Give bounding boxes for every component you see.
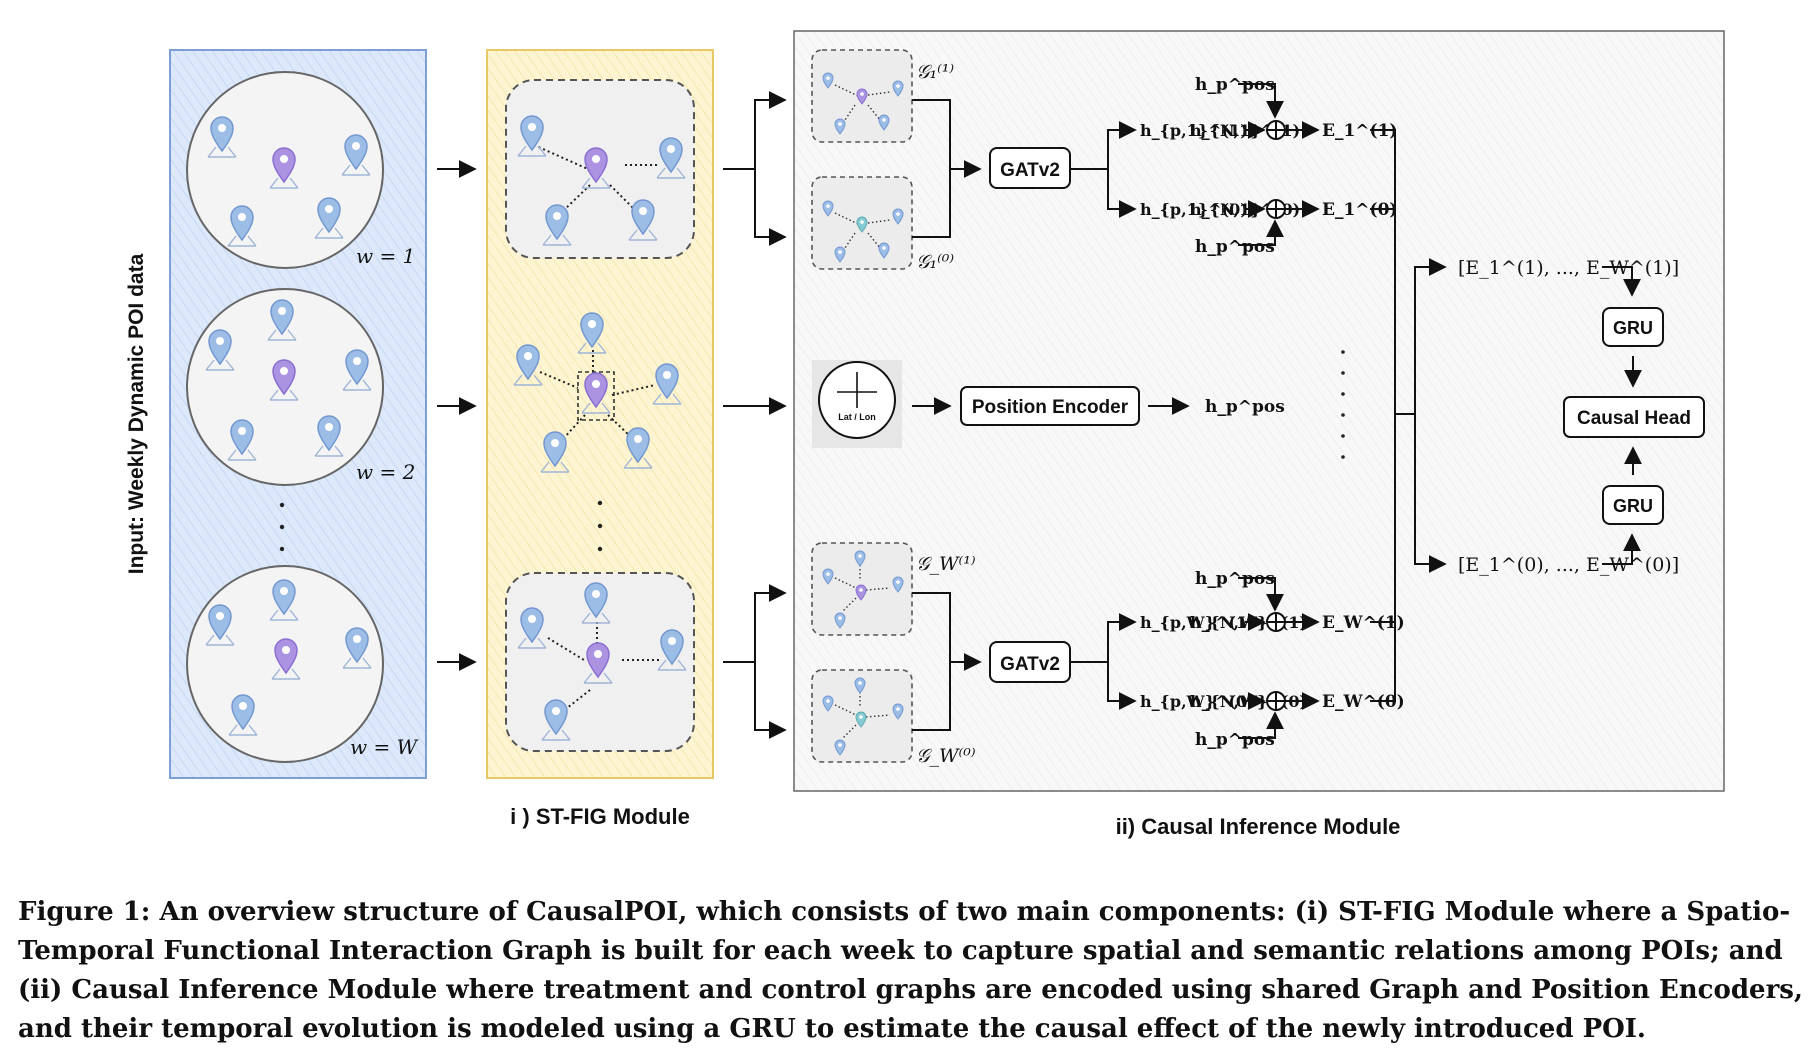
- E1-control: E_1^(0): [1322, 200, 1397, 220]
- input-to-stfig-arrows: [437, 160, 477, 671]
- causal-inference-panel: 𝒢₁⁽¹⁾ 𝒢₁⁽⁰⁾ 𝒢_W⁽¹⁾ 𝒢_W⁽⁰⁾ GATv2: [793, 30, 1725, 792]
- module-i-title: i ) ST-FIG Module: [510, 804, 690, 829]
- figure-caption: Figure 1: An overview structure of Causa…: [18, 897, 1803, 1044]
- gru-block-bottom: GRU: [1602, 485, 1664, 525]
- gat-top-output-arrows: [1070, 121, 1137, 218]
- gru-label: GRU: [1613, 496, 1653, 516]
- gatv2-label: GATv2: [1000, 160, 1060, 181]
- graph-label-g1-treatment: 𝒢₁⁽¹⁾: [916, 61, 954, 83]
- graph-label-g1-control: 𝒢₁⁽⁰⁾: [916, 251, 954, 273]
- EW-control: E_W^(0): [1322, 692, 1405, 712]
- gatv2-label: GATv2: [1000, 654, 1060, 675]
- causalpoi-architecture-diagram: Input: Weekly Dynamic POI data w = 1 w =…: [125, 30, 1725, 839]
- position-encoder-block: Position Encoder: [960, 386, 1140, 426]
- graph-label-gW-treatment: 𝒢_W⁽¹⁾: [916, 553, 976, 575]
- gatv2-block-top: GATv2: [989, 147, 1071, 189]
- causal-head-label: Causal Head: [1577, 408, 1691, 429]
- stfig-panel: [486, 49, 714, 779]
- week-label-2: w = 2: [356, 460, 415, 484]
- week-W-poi-circle: w = W: [186, 565, 419, 763]
- sequence-control: [E_1^(0), ..., E_W^(0)]: [1458, 554, 1679, 576]
- mini-graph-gW-control: [811, 669, 913, 763]
- h-pW-control: h_{p,W}^(0): [1140, 692, 1255, 711]
- week-label-W: w = W: [350, 735, 419, 759]
- E1-treatment: E_1^(1): [1322, 121, 1397, 141]
- ellipsis-dots: [597, 500, 603, 552]
- h-pos-bottom-ctrl: h_p^pos: [1195, 730, 1275, 750]
- mini-graph-g1-treatment: [811, 49, 913, 143]
- h-p1-control: h_{p,1}^(0): [1140, 200, 1248, 219]
- h-pos-top-ctrl: h_p^pos: [1195, 237, 1275, 257]
- h-p1-treatment: h_{p,1}^(1): [1140, 121, 1248, 140]
- gru-label: GRU: [1613, 318, 1653, 338]
- week-2-poi-circle: w = 2: [186, 288, 415, 486]
- mini-graph-gW-treatment: [811, 542, 913, 636]
- input-label: Input: Weekly Dynamic POI data: [125, 253, 148, 574]
- module-ii-title: ii) Causal Inference Module: [1116, 814, 1401, 839]
- stfig-graph-week-2: [513, 312, 682, 473]
- position-encoder-label: Position Encoder: [972, 397, 1129, 418]
- h-pos-bottom: h_p^pos: [1195, 569, 1275, 589]
- causal-head-block: Causal Head: [1563, 396, 1705, 438]
- graph-to-gat-connectors: [912, 99, 982, 731]
- ellipsis-dots: [279, 502, 285, 552]
- graph-label-gW-control: 𝒢_W⁽⁰⁾: [916, 745, 976, 767]
- h-pos-top: h_p^pos: [1195, 75, 1275, 95]
- mini-graph-g1-control: [811, 176, 913, 270]
- week-label-1: w = 1: [356, 244, 415, 268]
- gru-block-top: GRU: [1602, 307, 1664, 347]
- sequence-treatment: [E_1^(1), ..., E_W^(1)]: [1458, 257, 1679, 279]
- stfig-to-causal-arrows: [723, 91, 787, 739]
- h-pW-treatment: h_{p,W}^(1): [1140, 613, 1255, 632]
- latlon-icon: Lat / Lon: [812, 360, 902, 448]
- embedding-bus: [1370, 129, 1447, 702]
- input-panel: Input: Weekly Dynamic POI data w = 1 w =…: [125, 49, 427, 779]
- EW-treatment: E_W^(1): [1322, 613, 1405, 633]
- h-pos-output: h_p^pos: [1205, 397, 1285, 417]
- ellipsis-dots: [1341, 350, 1345, 459]
- latlon-label: Lat / Lon: [838, 412, 876, 422]
- stfig-graph-week-1: [505, 79, 695, 259]
- stfig-graph-week-W: [505, 572, 695, 752]
- week-1-poi-circle: w = 1: [186, 71, 415, 269]
- gat-bottom-output-arrows: [1070, 613, 1137, 710]
- gatv2-block-bottom: GATv2: [989, 641, 1071, 683]
